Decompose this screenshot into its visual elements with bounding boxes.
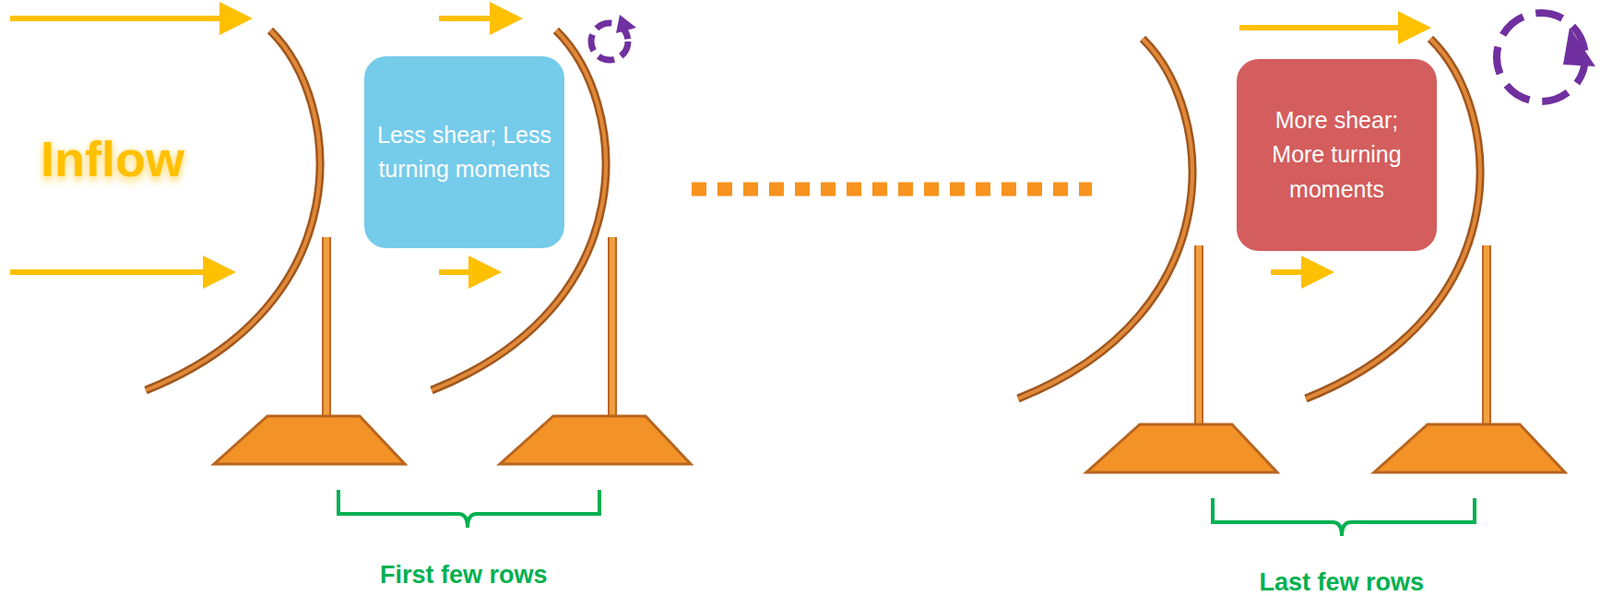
flow-label: Inflow — [40, 130, 185, 188]
bracket — [1212, 497, 1475, 536]
rotation-symbol — [1496, 12, 1596, 102]
note-box: Less shear; Less turning moments — [364, 56, 565, 249]
flow-arrow — [438, 269, 491, 275]
box-text: Less shear; Less turning moments — [377, 118, 552, 188]
rotation-symbol — [591, 14, 637, 60]
continuation-dots — [691, 182, 1092, 197]
flow-arrow — [1270, 269, 1324, 275]
flow-arrow — [10, 269, 226, 275]
box-text: More shear; More turning moments — [1249, 103, 1424, 208]
flow-arrow — [1239, 24, 1421, 31]
flow-arrow — [438, 15, 512, 22]
note-box: More shear; More turning moments — [1236, 59, 1437, 251]
group-label: First few rows — [379, 560, 548, 590]
bracket — [338, 489, 600, 528]
group-label: Last few rows — [1259, 568, 1425, 596]
flow-arrow — [10, 15, 242, 22]
